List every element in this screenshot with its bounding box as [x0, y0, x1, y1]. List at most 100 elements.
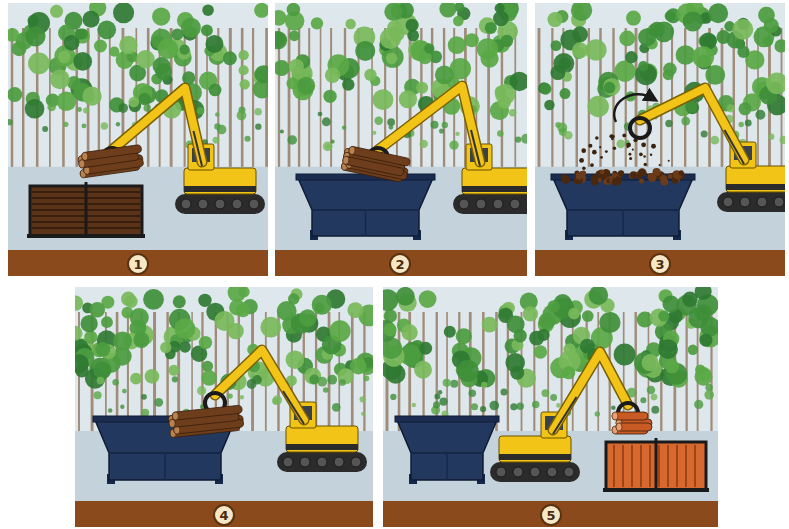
tree-foliage — [287, 135, 297, 145]
tree-foliage — [387, 118, 395, 126]
boom-outline — [553, 352, 628, 430]
tree-foliage — [8, 119, 13, 125]
falling-chip — [599, 146, 601, 148]
tree-foliage — [116, 122, 120, 126]
tree-foliage — [97, 21, 116, 40]
tree-foliage — [339, 379, 346, 386]
falling-chip — [613, 147, 617, 151]
tree-foliage — [585, 39, 606, 60]
tree-foliage — [323, 387, 329, 393]
rotation-arrow — [614, 94, 652, 122]
tree-foliage — [97, 377, 105, 385]
tree-foliage — [568, 308, 580, 320]
falling-chip — [644, 163, 647, 166]
wood-chip — [600, 170, 605, 175]
tree-foliage — [8, 28, 19, 42]
body-stripe — [726, 184, 785, 190]
panel — [8, 3, 268, 276]
tree-foliage — [82, 86, 101, 105]
tree-foliage — [564, 131, 573, 140]
wood-chip — [612, 173, 616, 177]
tree-foliage — [50, 69, 70, 89]
tree-foliage — [94, 40, 107, 53]
excavator-body — [184, 168, 256, 194]
hydraulic-cylinder — [283, 391, 304, 424]
tree-foliage — [614, 344, 636, 366]
tree-foliage — [118, 103, 128, 113]
track-wheel — [283, 457, 293, 467]
hopper-seam — [164, 453, 166, 480]
log-end — [78, 159, 85, 168]
tree-foliage — [244, 136, 250, 142]
tree-foliage — [138, 93, 150, 105]
tree-trunk — [252, 28, 254, 171]
tree-foliage — [681, 117, 690, 126]
sky — [275, 3, 527, 276]
tree-foliage — [373, 89, 394, 110]
track-wheel — [740, 197, 750, 207]
tree-foliage — [676, 45, 696, 65]
tree-foliage — [323, 142, 333, 152]
tree-foliage — [688, 307, 709, 328]
tree-foliage — [136, 50, 154, 68]
track-wheel — [547, 467, 557, 477]
track-wheel — [496, 467, 506, 477]
track-wheel — [564, 467, 574, 477]
tree-foliage — [433, 401, 440, 408]
tree-foliage — [638, 61, 648, 71]
tree-foliage — [497, 130, 504, 137]
tree-foliage — [651, 394, 658, 401]
callout-number: 4 — [213, 504, 235, 526]
tree-foliage — [255, 124, 261, 130]
excavator-body — [499, 436, 571, 462]
tree-foliage — [708, 3, 728, 23]
tree-foliage — [701, 131, 708, 138]
tree-foliage — [732, 19, 753, 40]
track-wheel — [530, 467, 540, 477]
tree-foliage — [255, 65, 268, 83]
tree-foliage — [360, 396, 366, 402]
tree-foliage — [289, 59, 304, 74]
excavator-body — [462, 168, 527, 194]
tree-trunk — [320, 28, 322, 171]
crate-log-line — [622, 445, 624, 487]
tree-foliage — [384, 3, 402, 21]
tree-foliage — [47, 103, 56, 112]
tree-foliage — [556, 403, 561, 408]
log — [172, 405, 242, 420]
tree-foliage — [201, 24, 213, 36]
tree-foliage — [120, 405, 124, 409]
crate-log-line — [631, 445, 633, 487]
tree-foliage — [350, 358, 367, 375]
tree-foliage — [495, 84, 516, 105]
tree-foliage — [481, 382, 487, 388]
log-end — [348, 146, 356, 155]
falling-chip — [611, 135, 614, 138]
tree-foliage — [695, 287, 712, 300]
tree-foliage — [355, 41, 375, 61]
tree-foliage — [331, 140, 335, 144]
tree-foliage — [469, 389, 477, 397]
boom-outline — [378, 86, 480, 162]
tree-foliage — [238, 50, 248, 60]
tree-foliage — [286, 350, 305, 369]
tree-foliage — [616, 140, 625, 149]
tree-foliage — [181, 18, 201, 38]
brown-strip — [75, 501, 373, 527]
tree-foliage — [663, 69, 674, 80]
tree-foliage — [595, 411, 600, 416]
tree-foliage — [510, 403, 517, 410]
tree-foliage — [129, 97, 140, 108]
tree-trunk — [538, 28, 541, 171]
tree-foliage — [130, 308, 149, 327]
tree-foliage — [239, 287, 250, 297]
tree-foliage — [50, 5, 63, 18]
tree-foliage — [202, 361, 213, 372]
body-stripe — [462, 186, 527, 192]
tree-foliage — [75, 296, 83, 311]
tree-foliage — [562, 366, 575, 379]
tree-foliage — [780, 136, 785, 144]
crate-post — [655, 438, 658, 490]
tree-foliage — [457, 360, 479, 382]
